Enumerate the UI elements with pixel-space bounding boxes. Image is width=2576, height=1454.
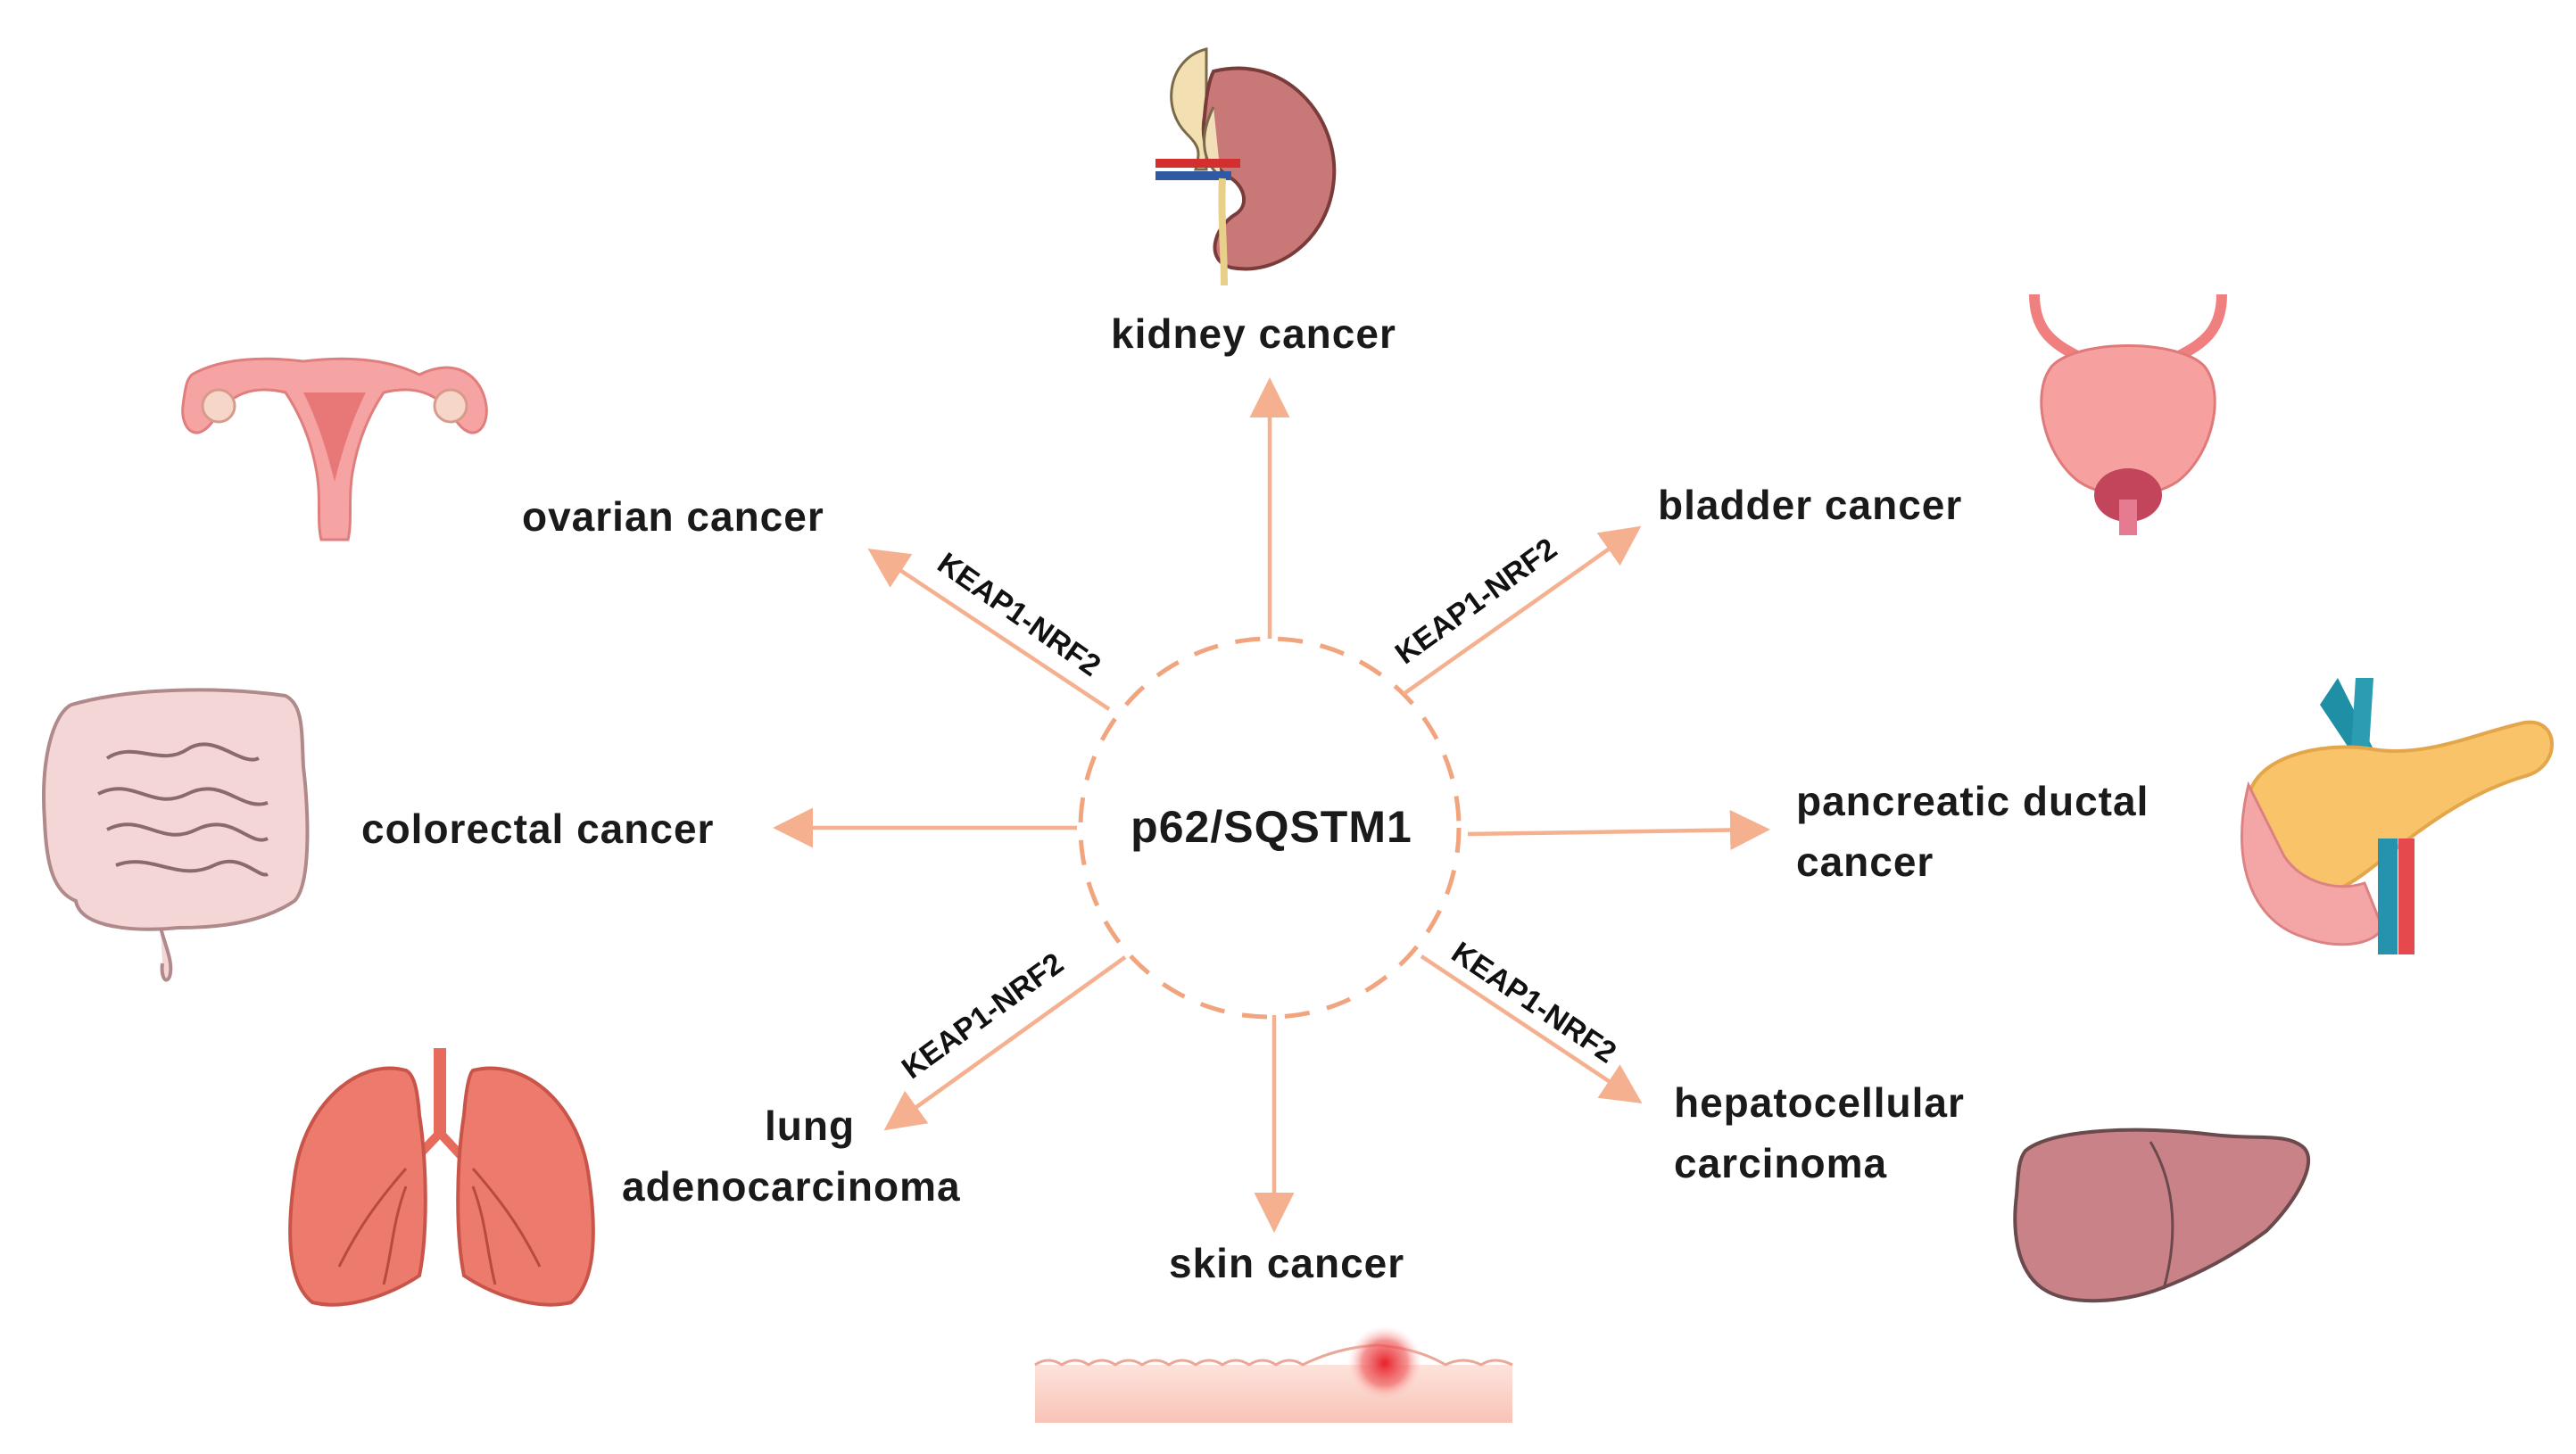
hepatocellular-carcinoma-label: hepatocellular carcinoma bbox=[1674, 1072, 1965, 1194]
skin-icon bbox=[1034, 1326, 1513, 1423]
hepatocellular-line-1: hepatocellular bbox=[1674, 1079, 1965, 1126]
center-circle bbox=[1078, 636, 1462, 1020]
arrows bbox=[773, 377, 1770, 1233]
bladder-cancer-label: bladder cancer bbox=[1658, 482, 1963, 528]
pancreatic-cancer-line-1: pancreatic ductal bbox=[1796, 778, 2149, 824]
pancreatic-cancer-line-2: cancer bbox=[1796, 839, 1934, 885]
center-label: p62/SQSTM1 bbox=[1131, 802, 1412, 852]
lung-line-2: adenocarcinoma bbox=[622, 1163, 961, 1210]
pancreatic-cancer-label: pancreatic ductal cancer bbox=[1796, 771, 2149, 892]
ovarian-cancer-label: ovarian cancer bbox=[522, 493, 824, 540]
liver-icon bbox=[2013, 1128, 2311, 1303]
lung-line-1: lung bbox=[765, 1103, 856, 1149]
hepatocellular-line-2: carcinoma bbox=[1674, 1140, 1888, 1186]
intestine-icon bbox=[42, 688, 310, 982]
arrow-ovarian bbox=[867, 549, 1111, 711]
arrow-hepatocellular bbox=[1420, 954, 1643, 1103]
arrow-bladder bbox=[1402, 525, 1642, 696]
arrow-pancreatic bbox=[1467, 810, 1770, 851]
kidney-icon bbox=[1155, 47, 1337, 286]
uterus-icon bbox=[181, 357, 488, 541]
bladder-icon bbox=[2029, 293, 2227, 535]
colorectal-cancer-label: colorectal cancer bbox=[361, 805, 715, 852]
lung-adenocarcinoma-label: lung adenocarcinoma bbox=[622, 1095, 1006, 1217]
kidney-cancer-label: kidney cancer bbox=[1111, 310, 1396, 357]
skin-cancer-label: skin cancer bbox=[1169, 1240, 1405, 1286]
arrow-lung bbox=[883, 955, 1127, 1131]
pancreas-icon bbox=[2241, 678, 2554, 954]
lungs-icon bbox=[288, 1048, 595, 1307]
